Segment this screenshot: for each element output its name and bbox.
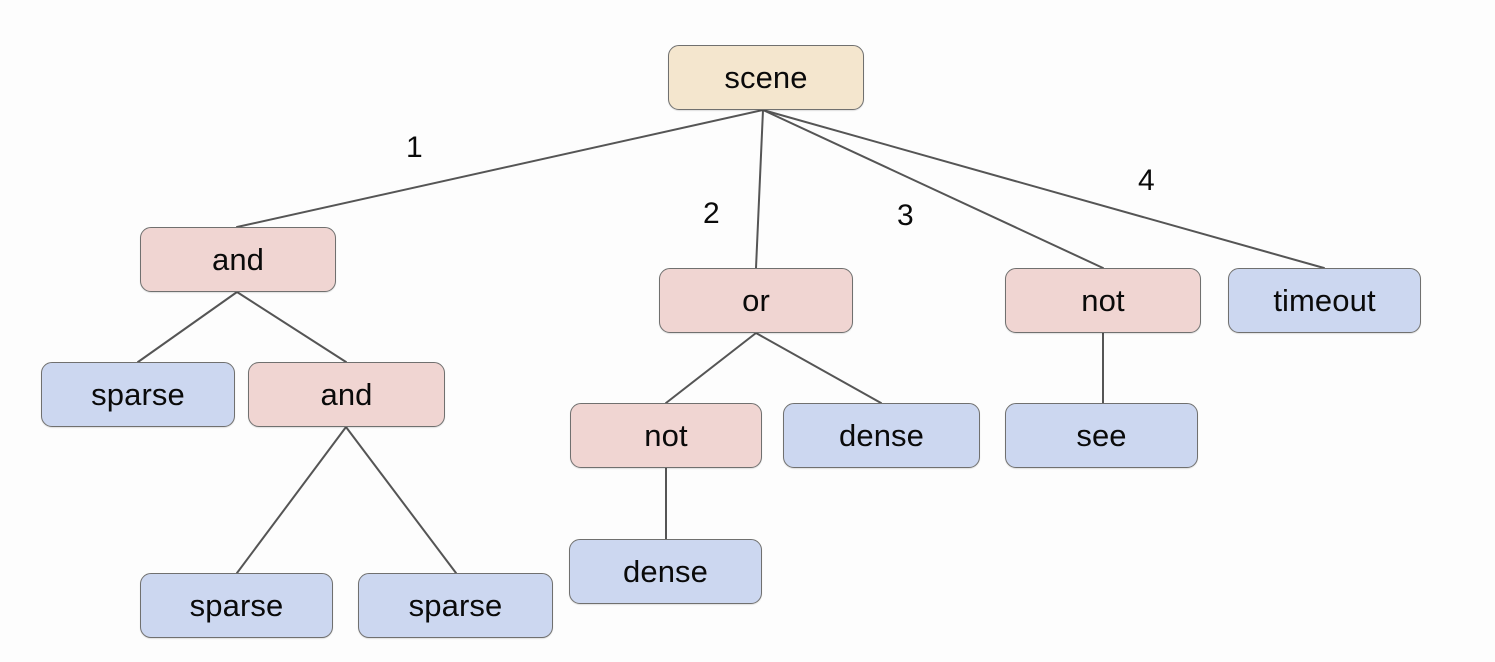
tree-edge-scene-to-not1 [762, 109, 1104, 269]
tree-node-dense1[interactable]: dense [783, 403, 980, 468]
tree-node-scene[interactable]: scene [668, 45, 864, 110]
tree-node-or1[interactable]: or [659, 268, 853, 333]
tree-node-sparse1[interactable]: sparse [41, 362, 235, 427]
edge-label-1: 1 [406, 131, 423, 164]
tree-edge-scene-to-and1 [236, 109, 764, 228]
tree-edge-scene-to-or1 [755, 109, 764, 269]
tree-edge-or1-to-not2 [665, 332, 757, 404]
tree-node-and1[interactable]: and [140, 227, 336, 292]
tree-node-see1[interactable]: see [1005, 403, 1198, 468]
tree-edge-scene-to-timeout1 [762, 109, 1325, 269]
tree-node-sparse2[interactable]: sparse [140, 573, 333, 638]
tree-edge-or1-to-dense1 [755, 332, 882, 404]
tree-node-not1[interactable]: not [1005, 268, 1201, 333]
edge-label-4: 4 [1138, 164, 1155, 197]
tree-node-and2[interactable]: and [248, 362, 445, 427]
edge-label-2: 2 [703, 197, 720, 230]
tree-edge-and2-to-sparse2 [236, 426, 347, 574]
tree-edge-and1-to-sparse1 [137, 291, 238, 363]
tree-node-sparse3[interactable]: sparse [358, 573, 553, 638]
tree-edge-and1-to-and2 [236, 291, 347, 363]
tree-node-timeout1[interactable]: timeout [1228, 268, 1421, 333]
edge-label-3: 3 [897, 199, 914, 232]
tree-node-dense2[interactable]: dense [569, 539, 762, 604]
tree-node-not2[interactable]: not [570, 403, 762, 468]
tree-edge-and2-to-sparse3 [345, 426, 457, 574]
